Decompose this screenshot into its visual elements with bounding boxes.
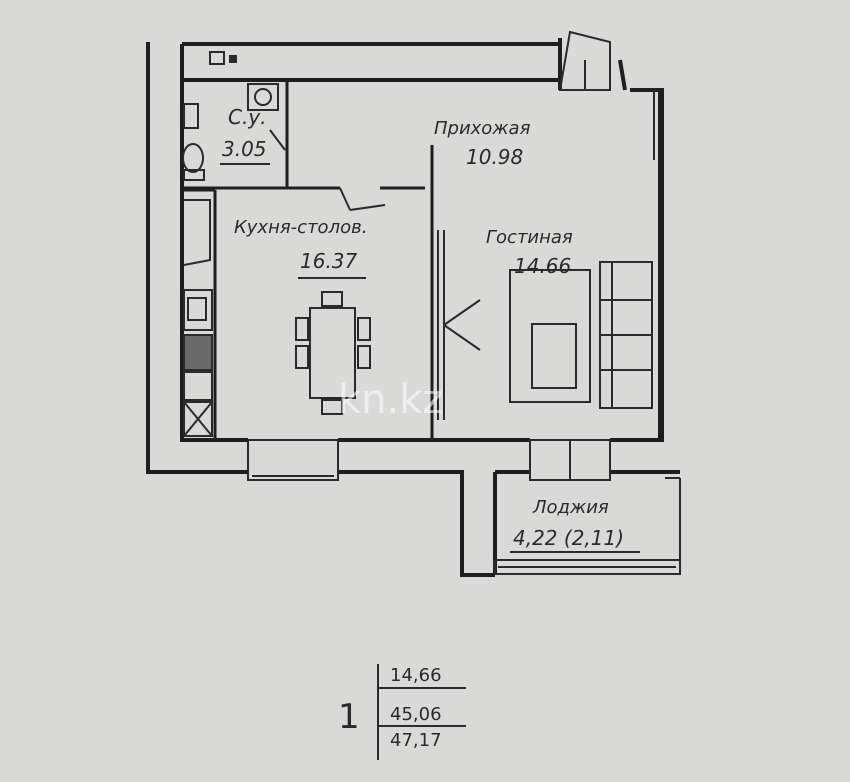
partitions	[182, 80, 434, 440]
living-area: 14.66	[514, 254, 571, 278]
kitchen-area: 16.37	[300, 249, 358, 273]
bathroom-name: С.у.	[228, 105, 267, 129]
wall-unit	[209, 51, 237, 65]
walls	[146, 38, 680, 577]
kitchen-name: Кухня-столов.	[234, 217, 367, 238]
kitchen-fixtures	[183, 199, 213, 437]
loggia-area: 4,22 (2,11)	[513, 526, 624, 550]
living-furniture	[437, 230, 653, 420]
summary-total-with-loggia: 47,17	[390, 730, 442, 751]
bathroom-door	[339, 187, 386, 211]
bathroom-fixtures	[182, 83, 286, 181]
bathroom-area: 3.05	[222, 137, 267, 161]
summary-total-area: 45,06	[390, 704, 442, 725]
living-name: Гостиная	[486, 227, 573, 248]
rooms-count: 1	[338, 697, 360, 737]
dining-table	[295, 291, 371, 415]
area-summary: 1 14,66 45,06 47,17	[338, 664, 466, 760]
hallway-name: Прихожая	[434, 118, 531, 139]
summary-living-area: 14,66	[390, 665, 442, 686]
loggia-name: Лоджия	[532, 497, 609, 518]
windows	[247, 90, 681, 575]
hallway-area: 10.98	[466, 145, 523, 169]
entry-door	[558, 30, 611, 91]
watermark: kn.kz	[338, 377, 443, 423]
